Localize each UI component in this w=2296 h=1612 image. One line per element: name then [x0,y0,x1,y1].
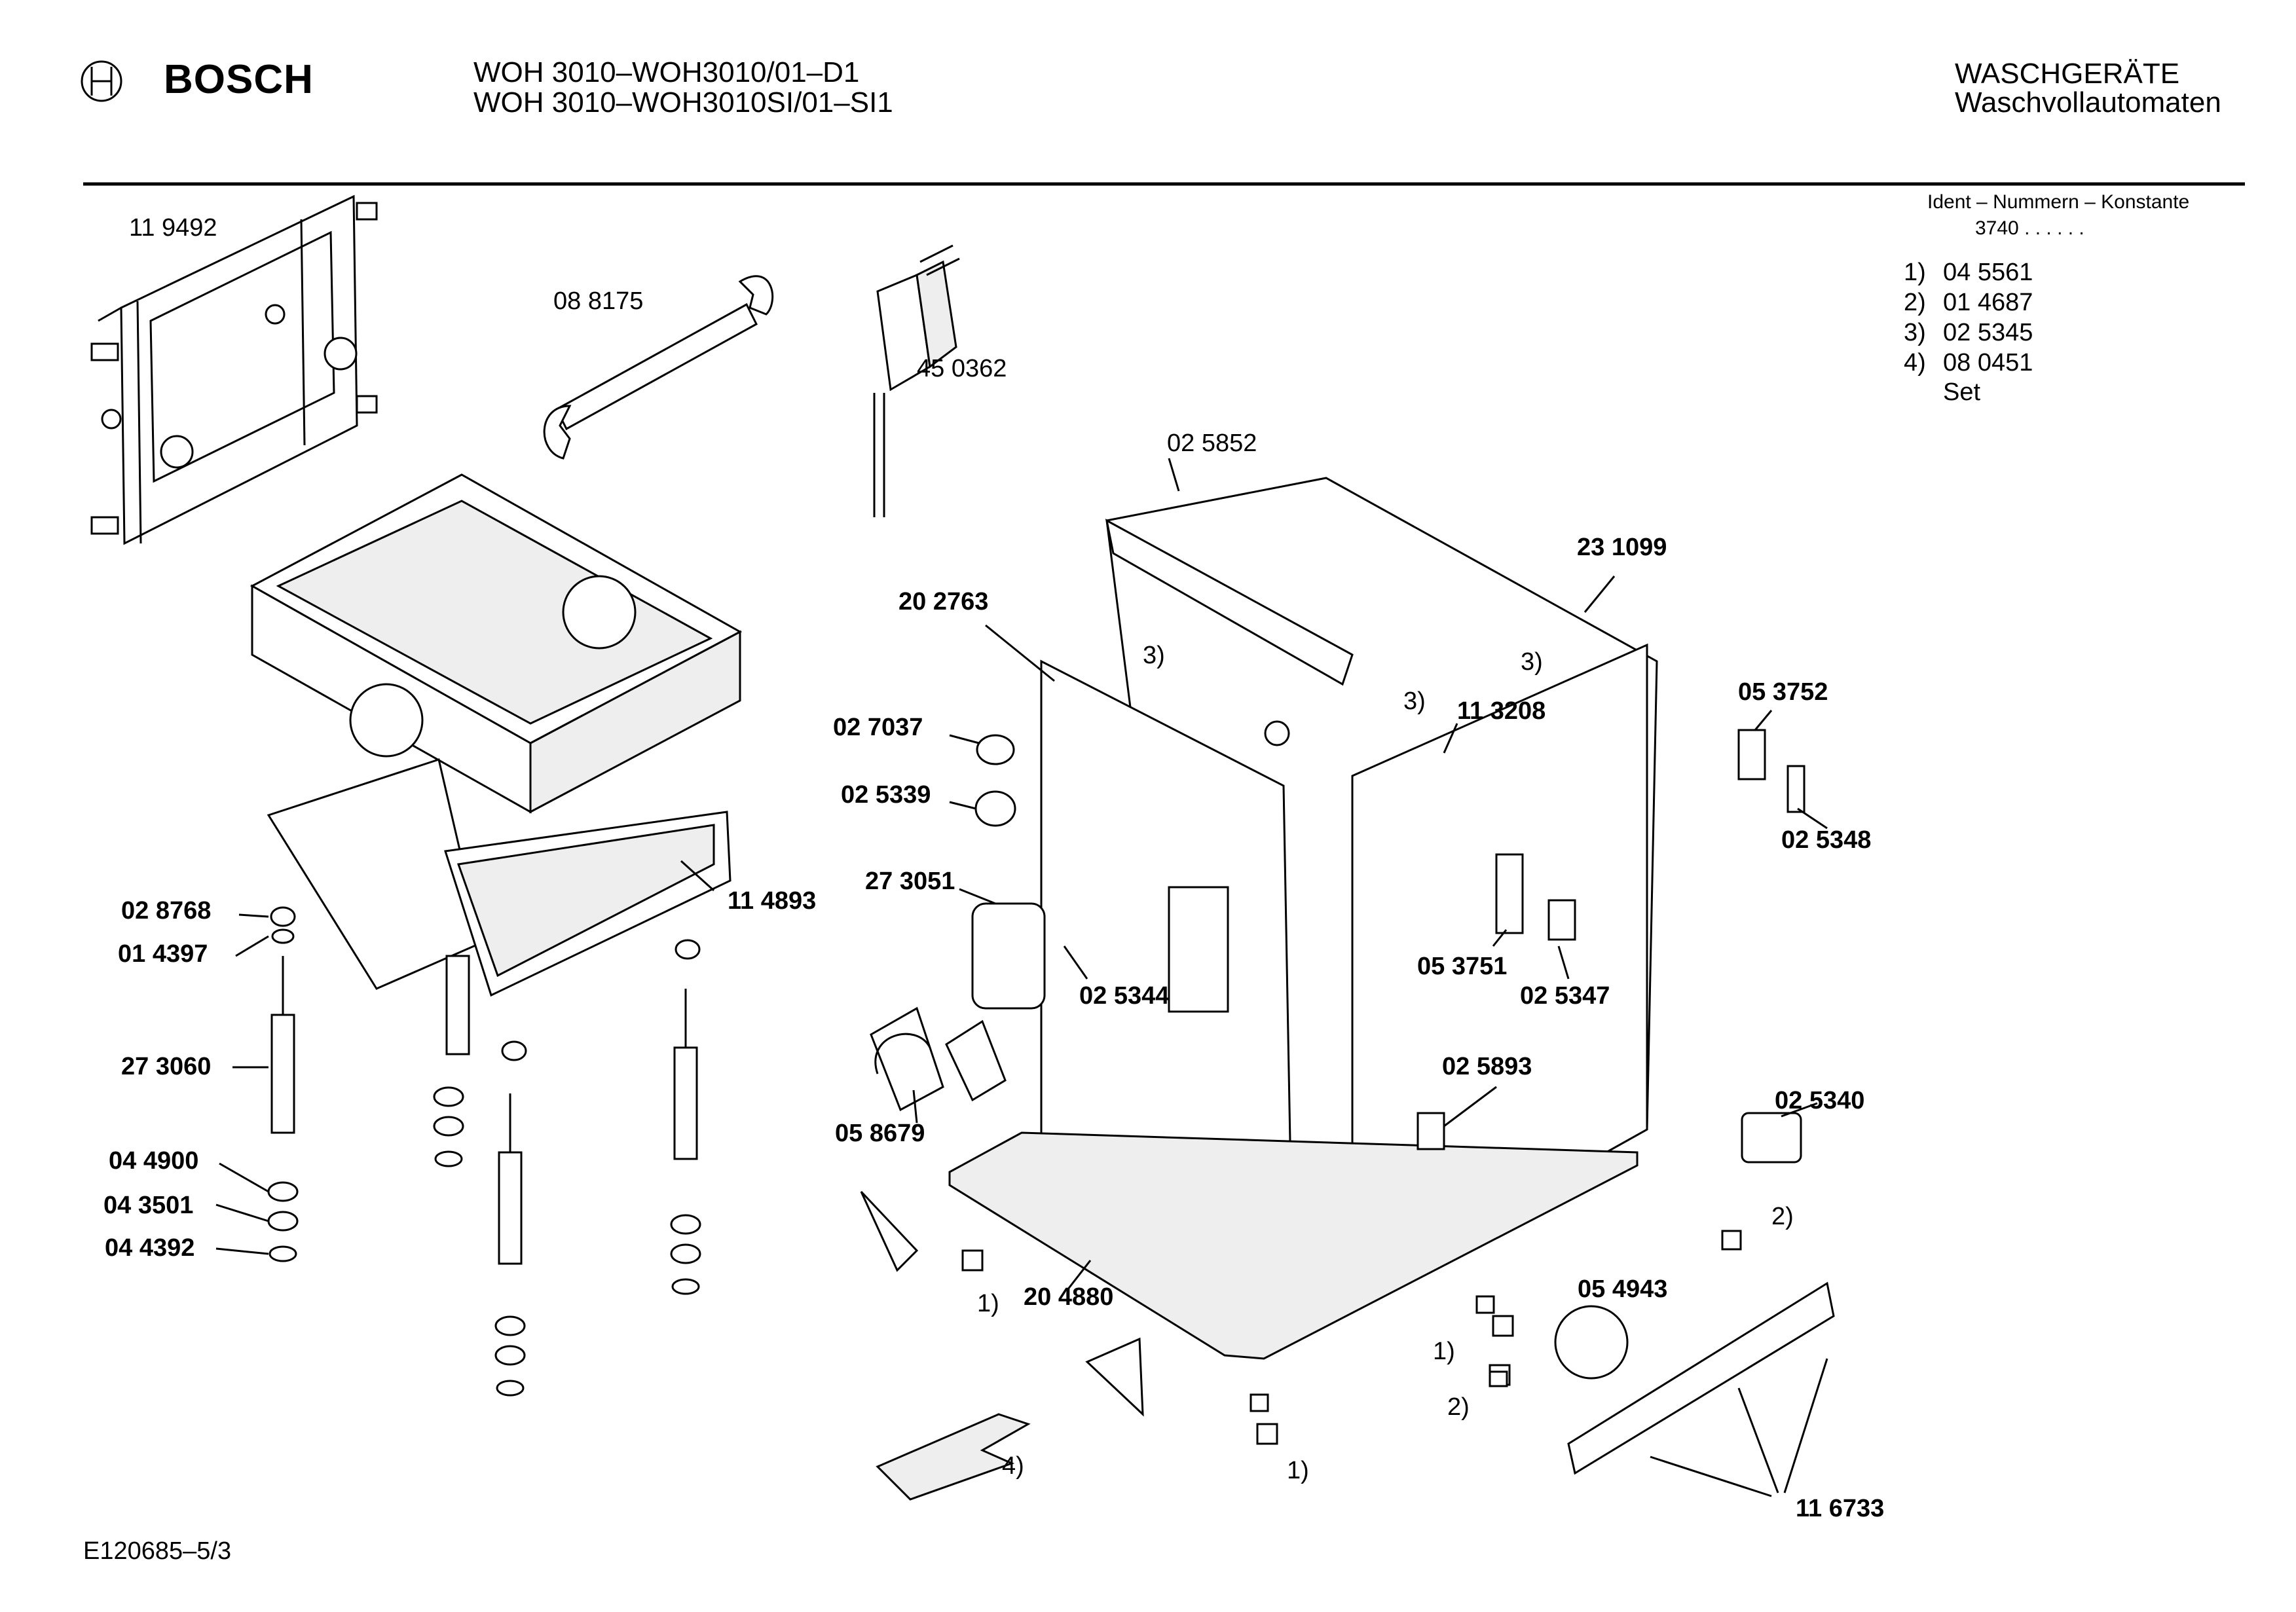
mounting-frame-drawing [92,196,377,543]
part-label: 02 5893 [1442,1053,1532,1080]
part-label: 11 3208 [1457,697,1546,725]
ref-marker: 1) [977,1290,999,1317]
category-title: WASCHGERÄTE [1955,58,2180,90]
part-label: 02 5347 [1520,982,1610,1010]
part-label: 05 4943 [1578,1275,1668,1303]
ident-item-value: 02 5345 [1943,319,2033,346]
bosch-logo-icon [82,62,121,101]
part-label: 02 5339 [841,781,931,809]
ref-marker: 2) [1771,1203,1794,1230]
ident-item-value: 08 0451 [1943,349,2033,376]
part-label: 11 9492 [129,214,217,242]
part-label: 02 5344 [1079,982,1170,1010]
part-label: 04 4900 [109,1147,199,1175]
part-label: 05 8679 [835,1120,925,1147]
drawing-code: E120685–5/3 [83,1537,232,1565]
ref-marker: 3) [1403,687,1426,715]
ident-item-key: 2) [1904,289,1926,316]
part-label: 20 2763 [898,588,989,615]
part-label: 11 4893 [728,887,817,915]
detergent-housing-drawing [252,475,740,995]
shock-absorber-right-drawing [671,940,700,1294]
model-line-2: WOH 3010–WOH3010SI/01–SI1 [473,86,893,119]
ident-item-key: 4) [1904,349,1926,376]
part-label: 27 3051 [865,868,955,895]
ident-item-key: 1) [1904,259,1926,286]
part-label: 23 1099 [1577,534,1667,561]
model-line-1: WOH 3010–WOH3010/01–D1 [473,56,860,88]
part-label: 05 3752 [1738,678,1828,706]
ref-marker: 1) [1287,1457,1309,1484]
part-label: 02 8768 [121,897,212,925]
wrench-drawing [544,276,773,458]
ref-marker: 2) [1447,1393,1470,1421]
ident-constant: 3740 . . . . . . [1975,217,2084,239]
power-plug-drawing [874,246,959,517]
ident-item-value: 01 4687 [1943,289,2033,316]
part-label: 02 5348 [1781,826,1872,854]
part-label: 02 7037 [833,714,923,741]
ident-title: Ident – Nummern – Konstante [1927,191,2190,213]
small-parts-drawing [861,730,1834,1499]
shock-absorber-center-drawing [434,956,526,1395]
part-label: 01 4397 [118,940,208,968]
part-label: 04 3501 [103,1192,194,1219]
shock-absorber-left-drawing [268,907,297,1261]
ref-marker: 1) [1433,1338,1455,1365]
cabinet-frame-drawing [950,478,1657,1359]
category-subtitle: Waschvollautomaten [1955,86,2221,119]
ident-item-key: 3) [1904,319,1926,346]
ref-marker: 3) [1143,642,1165,669]
ident-item-value: 04 5561 [1943,259,2033,286]
brand-logo-text: BOSCH [164,57,314,102]
part-label: 02 5340 [1775,1087,1865,1114]
part-label: 02 5852 [1167,430,1257,457]
part-label: 11 6733 [1796,1495,1885,1522]
ref-marker: 4) [1002,1452,1024,1480]
part-label: 04 4392 [105,1234,195,1262]
ident-set-label: Set [1943,378,1981,406]
part-label: 08 8175 [553,287,644,315]
part-label: 05 3751 [1417,953,1508,980]
part-label: 45 0362 [917,355,1007,382]
leader-lines [216,458,1827,1496]
part-label: 20 4880 [1024,1283,1114,1311]
ref-marker: 3) [1521,648,1543,676]
part-label: 27 3060 [121,1053,212,1080]
